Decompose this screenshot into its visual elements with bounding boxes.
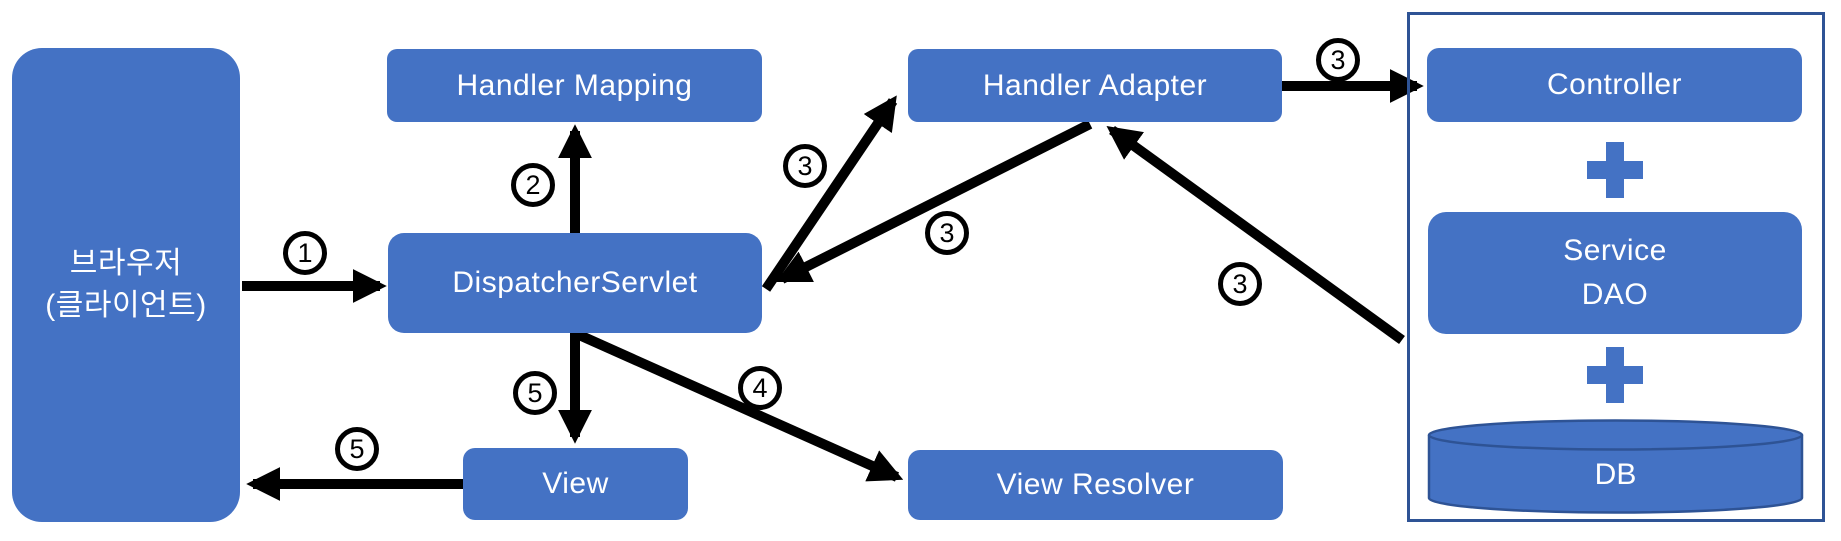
node-handler-mapping: Handler Mapping xyxy=(387,49,762,122)
service-label-line2: DAO xyxy=(1581,278,1649,311)
arrow-step3-handler-adapter-to-dispatcher xyxy=(775,119,1093,284)
step-badge-5: 5 xyxy=(513,371,557,415)
step-badge-3: 3 xyxy=(1316,38,1360,82)
database-cylinder-icon xyxy=(1427,419,1804,514)
node-handler-adapter: Handler Adapter xyxy=(908,49,1282,122)
arrow-step3-service-to-handler-adapter xyxy=(1106,125,1405,345)
view-resolver-label: View Resolver xyxy=(996,468,1195,501)
browser-label-line2: (클라이언트) xyxy=(45,289,207,322)
node-dispatcher-servlet: DispatcherServlet xyxy=(388,233,762,333)
handler-mapping-label: Handler Mapping xyxy=(456,68,693,102)
node-view-resolver: View Resolver xyxy=(908,450,1283,520)
step-badge-3: 3 xyxy=(925,211,969,255)
service-label-line1: Service xyxy=(1563,234,1667,267)
step-badge-4: 4 xyxy=(738,366,782,410)
node-db: DB xyxy=(1426,418,1805,515)
step-badge-3: 3 xyxy=(783,144,827,188)
view-label: View xyxy=(542,467,609,500)
node-browser-client: 브라우저 (클라이언트) xyxy=(12,48,240,522)
browser-label-line1: 브라우저 xyxy=(69,247,183,280)
node-view: View xyxy=(463,448,688,520)
step-badge-5: 5 xyxy=(335,427,379,471)
dispatcher-servlet-label: DispatcherServlet xyxy=(452,266,698,299)
controller-label: Controller xyxy=(1546,68,1683,101)
step-badge-2: 2 xyxy=(511,163,555,207)
node-service-dao: Service DAO xyxy=(1428,212,1802,334)
step-badge-3: 3 xyxy=(1218,262,1262,306)
db-label: DB xyxy=(1594,458,1637,491)
arrow-step3-dispatcher-to-handler-adapter xyxy=(761,95,898,292)
plus-icon xyxy=(1587,347,1643,403)
node-controller: Controller xyxy=(1427,48,1802,122)
handler-adapter-label: Handler Adapter xyxy=(982,68,1208,102)
plus-icon xyxy=(1587,142,1643,198)
step-badge-1: 1 xyxy=(283,231,327,275)
backend-group-panel xyxy=(1407,12,1825,522)
